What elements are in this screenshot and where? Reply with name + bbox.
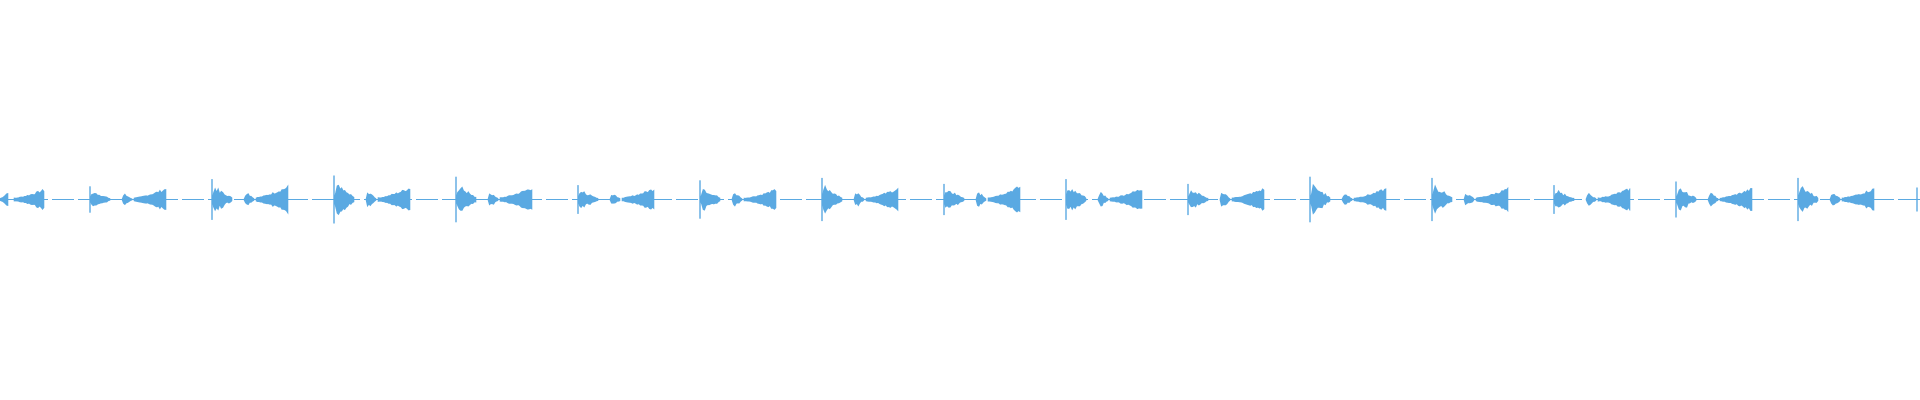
waveform-burst <box>1341 194 1353 205</box>
waveform-burst <box>499 189 533 210</box>
waveform-burst <box>821 184 843 214</box>
waveform-burst <box>255 184 289 215</box>
waveform-burst <box>1841 188 1875 211</box>
waveform-burst <box>1719 188 1753 211</box>
waveform-burst <box>1475 186 1509 213</box>
waveform-burst <box>365 192 377 208</box>
waveform-burst <box>609 194 621 204</box>
waveform-burst <box>1707 192 1719 207</box>
waveform-burst <box>699 189 721 211</box>
waveform-burst <box>1597 188 1631 211</box>
waveform-burst <box>1797 186 1819 212</box>
waveform-burst <box>1431 184 1453 214</box>
waveform-burst <box>731 193 743 207</box>
waveform-burst <box>943 190 965 208</box>
waveform-burst <box>243 193 255 206</box>
waveform-burst <box>853 193 865 207</box>
waveform-burst <box>133 189 167 210</box>
waveform-burst <box>0 193 9 206</box>
waveform-burst <box>1219 192 1231 207</box>
waveform-burst <box>211 187 233 212</box>
waveform-burst <box>1463 193 1475 206</box>
waveform-burst <box>865 187 899 212</box>
waveform-burst <box>987 186 1021 213</box>
waveform-burst <box>13 189 45 210</box>
waveform-events <box>0 175 1918 224</box>
waveform-burst <box>1309 183 1331 215</box>
waveform-burst <box>1829 193 1841 206</box>
waveform-burst <box>577 191 599 209</box>
waveform-burst <box>333 184 355 216</box>
waveform-burst <box>1097 191 1109 207</box>
waveform-burst <box>455 186 477 211</box>
waveform-burst <box>487 193 499 206</box>
waveform-burst <box>89 192 111 207</box>
waveform-burst <box>1553 189 1575 208</box>
waveform-burst <box>1675 188 1697 211</box>
waveform-burst <box>975 192 987 207</box>
waveform-burst <box>1353 188 1387 211</box>
waveform-burst <box>1065 189 1087 211</box>
waveform-burst <box>1187 190 1209 208</box>
waveform-burst <box>1585 192 1597 206</box>
waveform-burst <box>743 189 777 210</box>
waveform-burst <box>377 188 411 211</box>
waveform-burst <box>1109 189 1143 210</box>
waveform-burst <box>121 193 133 206</box>
waveform-burst <box>1231 188 1265 211</box>
waveform-burst <box>621 189 655 210</box>
